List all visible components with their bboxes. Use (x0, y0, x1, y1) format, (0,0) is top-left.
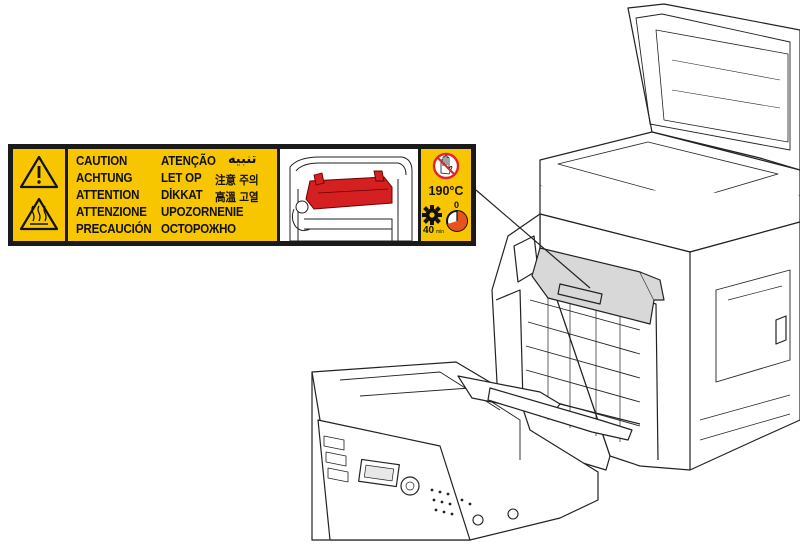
warning-symbols-panel (13, 149, 65, 241)
start-button (472, 514, 484, 526)
caution-it: ATTENZIONE (76, 205, 147, 219)
caution-tr: DİKKAT (161, 188, 203, 202)
cooldown-time: 40 (423, 225, 435, 236)
caution-sk: UPOZORNENIE (161, 205, 244, 219)
temperature-panel: 190°C 0 40 min (421, 149, 471, 241)
cooldown-unit: min (436, 229, 445, 235)
hot-zh-ko: 高溫 고열 (215, 190, 259, 204)
caution-label: CAUTION ATENÇÃO تنبيه ACHTUNG LET OP 注意 … (8, 144, 476, 246)
warning-triangle-icon (19, 155, 59, 189)
caution-en: CAUTION (76, 154, 128, 168)
caution-ar: تنبيه (228, 151, 257, 167)
caution-fr: ATTENTION (76, 188, 140, 202)
gear-icon (422, 205, 442, 225)
caution-ru: ОСТОРОЖНО (161, 222, 236, 236)
power-button (507, 508, 519, 520)
timer-start: 0 (454, 200, 460, 210)
caution-nl: LET OP (161, 171, 202, 185)
callout-line (475, 189, 591, 289)
fuser-temperature: 190°C (428, 184, 464, 198)
caution-de: ACHTUNG (76, 171, 133, 185)
caution-pt: ATENÇÃO (161, 154, 216, 168)
no-touch-icon (432, 152, 460, 180)
fuser-illustration-panel (280, 149, 418, 241)
hot-surface-icon (19, 197, 59, 231)
cooldown-timer-icon (446, 210, 468, 232)
caution-es: PRECAUCIÓN (76, 222, 152, 236)
caution-text-panel: CAUTION ATENÇÃO تنبيه ACHTUNG LET OP 注意 … (68, 149, 277, 241)
fuser-highlight (305, 170, 393, 210)
caution-zh-ko: 注意 주의 (215, 173, 259, 187)
